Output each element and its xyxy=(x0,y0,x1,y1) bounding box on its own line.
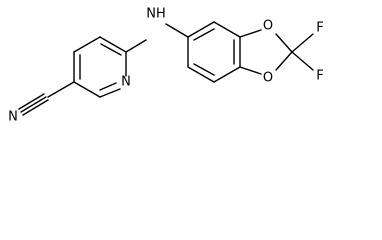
pyridine-bond-3-inner xyxy=(100,43,122,56)
nitrile-bond-2 xyxy=(18,93,45,110)
atom-label-pyridine-n: N xyxy=(121,75,131,90)
benzene-bond-4 xyxy=(213,66,241,83)
benzene-bond-1 xyxy=(187,21,215,38)
pyridine-bond-3 xyxy=(99,36,127,53)
pyridine-bond-6 xyxy=(73,81,101,98)
pyridine-bond-5-inner xyxy=(99,82,117,91)
atom-label-fluorine-1: F xyxy=(316,21,323,36)
molecule-diagram: N N NH O O F F xyxy=(8,7,324,125)
pyridine-bond-5 xyxy=(99,88,121,98)
atom-label-nitrile-n: N xyxy=(8,110,18,125)
benzene-bond-5 xyxy=(187,66,215,83)
atom-label-ring-o-top: O xyxy=(263,19,273,34)
atom-labels: N N NH O O F F xyxy=(8,7,324,125)
benzene-bond-5-inner xyxy=(193,63,215,76)
dioxole-bond-4 xyxy=(275,51,293,71)
atom-label-fluorine-2: F xyxy=(316,69,323,84)
nitrile-bond-1 xyxy=(20,96,47,113)
dioxole-bond-3 xyxy=(275,33,293,53)
dioxole-bond-2 xyxy=(239,66,262,75)
fluorine-bond-2 xyxy=(291,51,314,71)
benzene-bond-2 xyxy=(213,21,241,38)
fluorine-bond-1 xyxy=(291,33,314,53)
atom-label-ring-o-bottom: O xyxy=(263,71,273,86)
atom-label-amine: NH xyxy=(146,7,166,22)
nitrile-bond-3 xyxy=(22,99,49,116)
amine-to-benzene-bond xyxy=(165,23,189,38)
benzene-bond-1-inner xyxy=(193,28,215,41)
pyridine-bond-2 xyxy=(73,36,101,53)
dioxole-bond-1 xyxy=(239,29,262,38)
bond-lines xyxy=(18,21,314,116)
pyridine-to-amine-bond xyxy=(125,39,147,53)
nitrile-to-ring-bond xyxy=(47,81,75,98)
